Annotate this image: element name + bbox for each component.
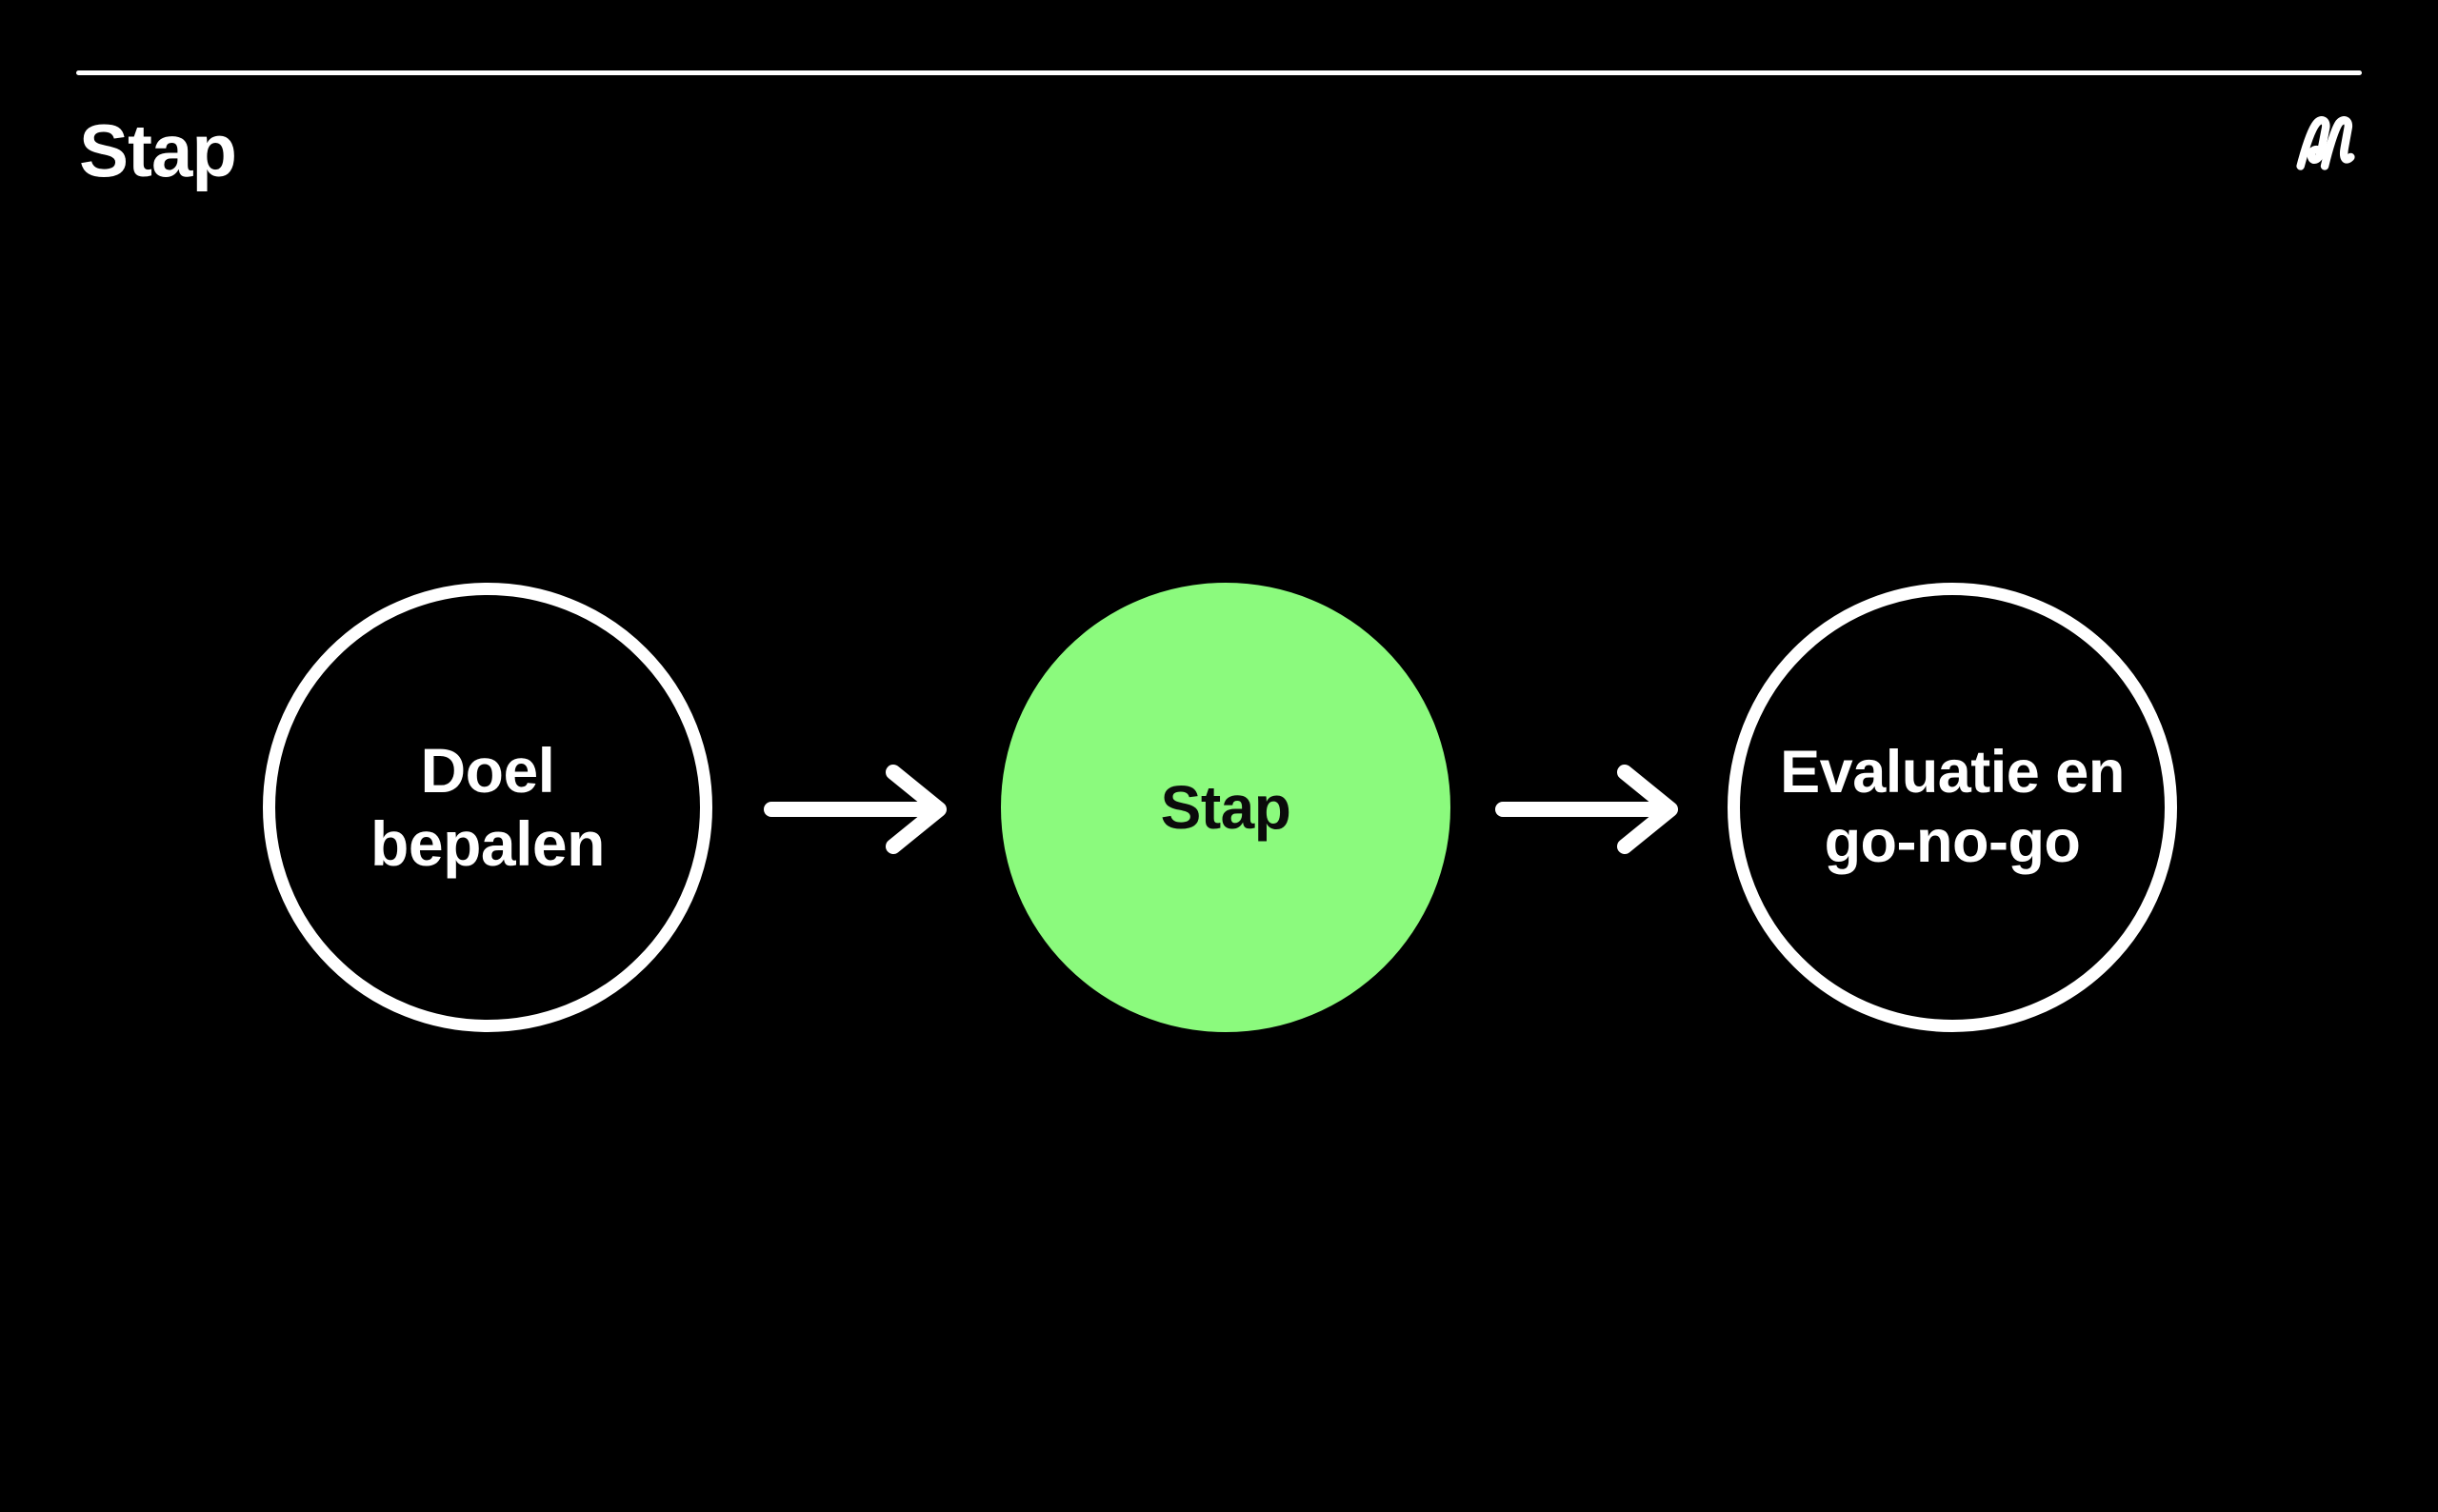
arrow-right-icon[interactable] [762, 760, 952, 859]
node-label: Evaluatie en go-no-go [1780, 738, 2125, 875]
page-title: Stap [79, 109, 237, 192]
flow-node-stap[interactable]: Stap [1001, 583, 1450, 1032]
flow-node-doel-bepalen[interactable]: Doel bepalen [263, 583, 712, 1032]
node-label: Stap [1160, 772, 1291, 842]
node-label: Doel bepalen [370, 735, 605, 879]
arrow-right-icon[interactable] [1493, 760, 1684, 859]
flow-node-evaluatie-en-go-no-go[interactable]: Evaluatie en go-no-go [1728, 583, 2177, 1032]
napkin-logo-icon [2295, 109, 2356, 174]
header-divider [76, 70, 2362, 75]
